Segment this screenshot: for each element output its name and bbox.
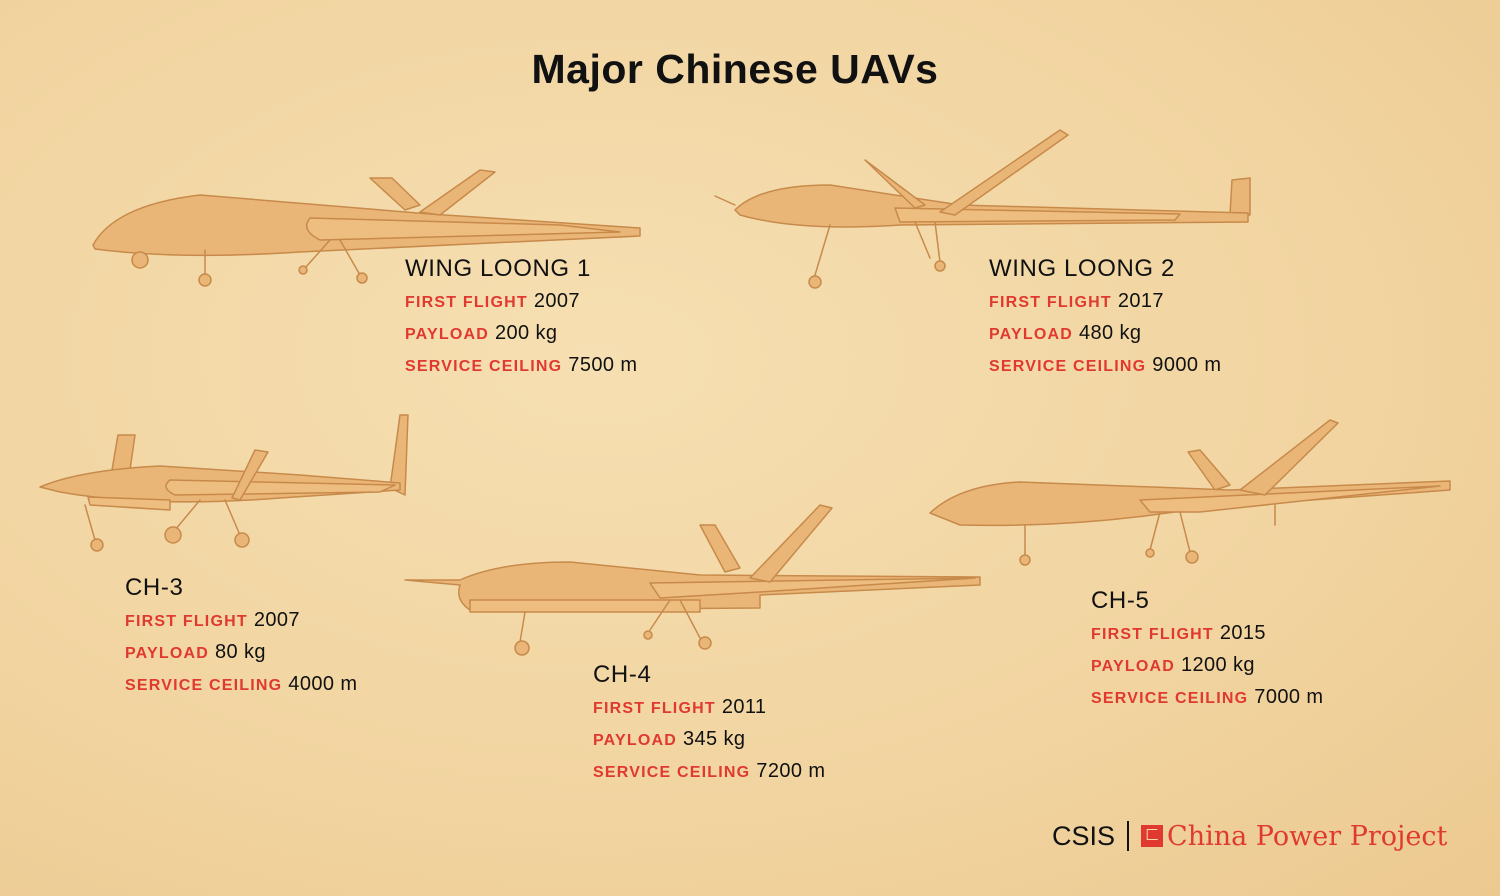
payload-label: PAYLOAD xyxy=(593,732,677,749)
service-ceiling-label: SERVICE CEILING xyxy=(989,358,1147,375)
service-ceiling-value: 7500 m xyxy=(568,354,638,376)
service-ceiling-label: SERVICE CEILING xyxy=(593,764,751,781)
service-ceiling-value: 4000 m xyxy=(288,673,358,695)
uav-name: WING LOONG 1 xyxy=(405,255,591,282)
footer-credit: CSIS 匚 China Power Project xyxy=(1052,818,1447,854)
spec-ch-3: CH-3 FIRST FLIGHT 2007 PAYLOAD 80 kg SERVI… xyxy=(125,572,357,700)
uav-name: WING LOONG 2 xyxy=(989,255,1175,282)
service-ceiling-label: SERVICE CEILING xyxy=(125,677,283,694)
spec-ch-5: CH-5 FIRST FLIGHT 2015 PAYLOAD 1200 kg SER… xyxy=(1091,585,1323,713)
uav-name: CH-5 xyxy=(1091,587,1150,614)
first-flight-label: FIRST FLIGHT xyxy=(593,700,716,717)
csis-logo-text: CSIS xyxy=(1052,820,1116,851)
uav-name: CH-3 xyxy=(125,574,184,601)
payload-value: 80 kg xyxy=(214,641,266,663)
payload-value: 345 kg xyxy=(682,728,746,750)
spec-ch-4: CH-4 FIRST FLIGHT 2011 PAYLOAD 345 kg SERV… xyxy=(593,659,825,787)
uav-name: CH-4 xyxy=(593,661,652,688)
ch-5-drawing xyxy=(929,419,1451,566)
first-flight-label: FIRST FLIGHT xyxy=(405,294,528,311)
payload-value: 1200 kg xyxy=(1180,654,1255,676)
divider xyxy=(1127,821,1130,851)
payload-label: PAYLOAD xyxy=(125,645,209,662)
first-flight-value: 2011 xyxy=(721,696,767,718)
wing-loong-2-drawing xyxy=(714,129,1251,289)
service-ceiling-label: SERVICE CEILING xyxy=(405,358,563,375)
service-ceiling-value: 7000 m xyxy=(1254,686,1324,708)
payload-value: 480 kg xyxy=(1078,322,1142,344)
wing-loong-1-drawing xyxy=(92,169,641,287)
first-flight-label: FIRST FLIGHT xyxy=(125,613,248,630)
payload-label: PAYLOAD xyxy=(405,326,489,343)
china-power-project-text: China Power Project xyxy=(1167,820,1448,852)
payload-label: PAYLOAD xyxy=(989,326,1073,343)
china-power-logo-icon: 匚 xyxy=(1141,825,1164,847)
service-ceiling-value: 9000 m xyxy=(1152,354,1222,376)
first-flight-value: 2015 xyxy=(1219,622,1266,644)
spec-wing-loong-2: WING LOONG 2 FIRST FLIGHT 2017 PAYLOAD 480… xyxy=(989,253,1221,381)
service-ceiling-label: SERVICE CEILING xyxy=(1091,690,1249,707)
payload-label: PAYLOAD xyxy=(1091,658,1175,675)
ch-3-drawing xyxy=(39,414,409,552)
first-flight-value: 2007 xyxy=(533,290,580,312)
payload-value: 200 kg xyxy=(494,322,558,344)
page-title: Major Chinese UAVs xyxy=(531,46,939,92)
first-flight-value: 2007 xyxy=(253,609,300,631)
ch-4-drawing xyxy=(404,504,981,656)
first-flight-value: 2017 xyxy=(1117,290,1164,312)
first-flight-label: FIRST FLIGHT xyxy=(1091,626,1214,643)
first-flight-label: FIRST FLIGHT xyxy=(989,294,1112,311)
service-ceiling-value: 7200 m xyxy=(756,760,826,782)
spec-wing-loong-1: WING LOONG 1 FIRST FLIGHT 2007 PAYLOAD 200… xyxy=(405,253,637,381)
